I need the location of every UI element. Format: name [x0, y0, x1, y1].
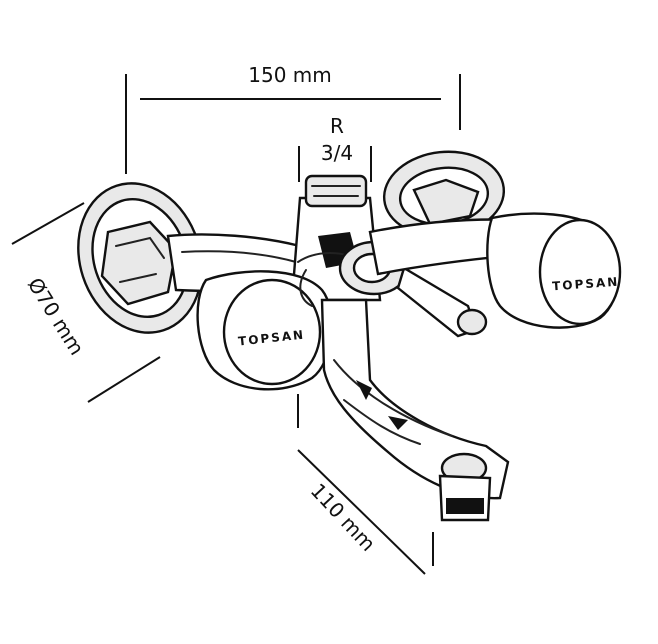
left-wall-flange — [77, 182, 203, 334]
width-dimension: 150 mm — [125, 63, 461, 174]
ring-detail — [299, 269, 313, 307]
right-handle-brand: TOPSAN — [552, 275, 620, 294]
diameter-extension-top — [11, 202, 85, 245]
thread-dimension: R 3/4 — [298, 114, 372, 182]
width-label: 150 mm — [248, 63, 332, 87]
left-handle-brand: TOPSAN — [237, 328, 305, 349]
faucet-illustration: TOPSAN TOPSAN — [77, 150, 622, 522]
diameter-label: Ø70 mm — [23, 273, 89, 359]
right-wall-flange — [382, 150, 506, 238]
thread-label-size: 3/4 — [321, 141, 353, 165]
diameter-extension-bottom — [87, 356, 161, 403]
spout-dimension-line — [297, 449, 426, 575]
right-handle: TOPSAN — [486, 212, 622, 329]
thread-label-r: R — [330, 114, 344, 138]
left-handle: TOPSAN — [196, 270, 333, 391]
spout-label: 110 mm — [306, 479, 380, 556]
spout — [320, 298, 510, 522]
